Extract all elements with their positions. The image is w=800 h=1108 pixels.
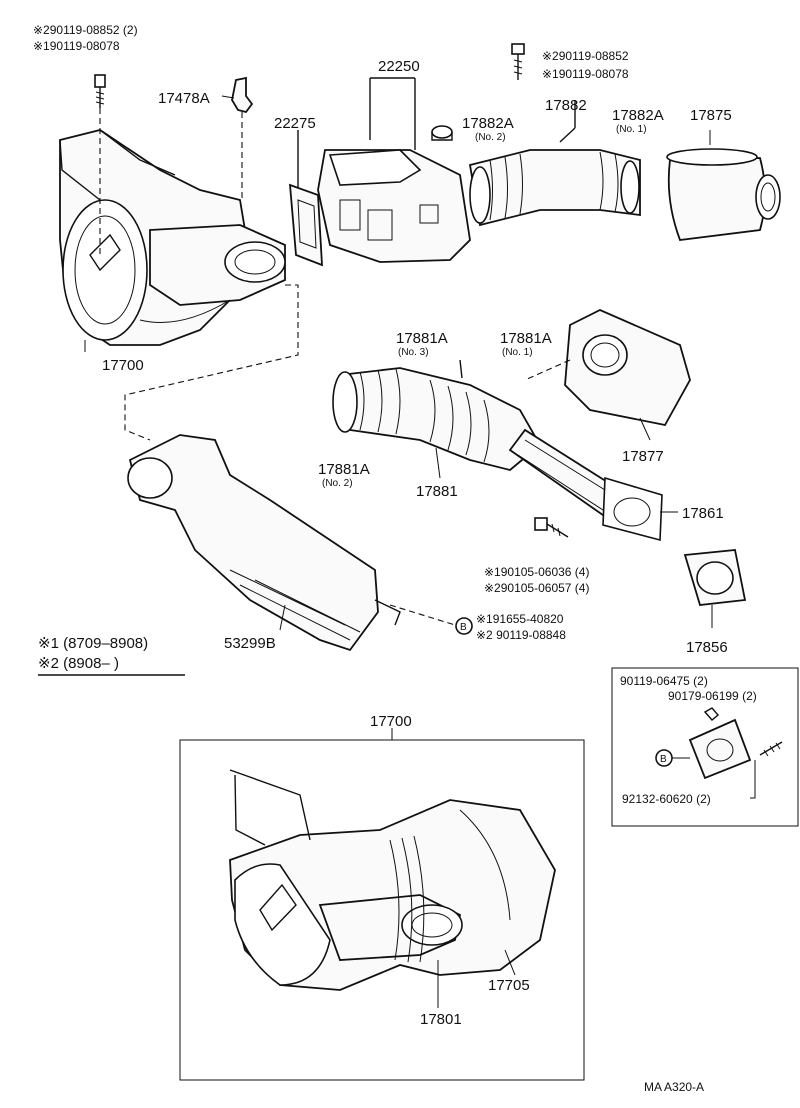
- label-17705: 17705: [488, 977, 530, 994]
- legend-line-2: ※2 (8908– ): [38, 655, 119, 672]
- label-17877: 17877: [622, 448, 664, 465]
- inset-flange: [670, 707, 783, 799]
- inset-label-2: 90179-06199 (2): [668, 689, 757, 703]
- note-top-mid-1: ※290119-08852: [542, 49, 629, 63]
- inset-label-1: 90119-06475 (2): [620, 674, 708, 688]
- intake-hose-17882: [468, 100, 641, 227]
- label-17801: 17801: [420, 1011, 462, 1028]
- note-top-left-1: ※290119-08852 (2): [33, 23, 138, 37]
- assembly-box-17700: [179, 739, 585, 1081]
- label-53299b: 53299B: [224, 635, 276, 652]
- note-b-1: ※191655-40820: [476, 612, 564, 626]
- label-22275: 22275: [274, 115, 316, 132]
- label-17700-top: 17700: [102, 357, 144, 374]
- bolt-top-left: [94, 74, 106, 255]
- note-top-left-2: ※190119-08078: [33, 39, 120, 53]
- label-17881a-no2: 17881A: [318, 461, 370, 478]
- b-marker-main: B: [455, 617, 473, 635]
- bracket-17478a: [221, 76, 254, 200]
- intake-duct-17861: [508, 428, 678, 542]
- note-top-mid-2: ※190119-08078: [542, 67, 629, 81]
- label-17881a-no3-sub: (No. 3): [398, 347, 429, 358]
- gasket-17856: [683, 549, 747, 628]
- fastener-inset-box: [611, 667, 799, 827]
- bolt-90105: [534, 517, 569, 538]
- bolt-top-middle: [511, 43, 525, 80]
- label-17881a-no2-sub: (No. 2): [322, 478, 353, 489]
- label-17881a-no3: 17881A: [396, 330, 448, 347]
- label-17882a-no2-sub: (No. 2): [475, 132, 506, 143]
- air-cleaner-assembly-top: [59, 129, 286, 346]
- resonator-17877: [524, 309, 691, 427]
- b-marker-inset: B: [655, 749, 673, 767]
- resonator-17875: [666, 148, 781, 241]
- air-cleaner-assembly-box: [229, 769, 556, 1008]
- label-22250: 22250: [378, 58, 420, 75]
- label-17875: 17875: [690, 107, 732, 124]
- label-17882a-no2: 17882A: [462, 115, 514, 132]
- airflow-meter-22250: [317, 77, 471, 263]
- label-17881: 17881: [416, 483, 458, 500]
- b-marker-inset-letter: B: [660, 754, 667, 765]
- label-17861: 17861: [682, 505, 724, 522]
- air-duct-53299b: [127, 434, 456, 652]
- note-bolt-1: ※190105-06036 (4): [484, 565, 589, 579]
- gasket-22275: [288, 130, 323, 267]
- note-bolt-2: ※290105-06057 (4): [484, 581, 589, 595]
- label-17882: 17882: [545, 97, 587, 114]
- label-17882a-no1-sub: (No. 1): [616, 124, 647, 135]
- dash-link-cleaner: [124, 284, 299, 441]
- label-17881a-no1: 17881A: [500, 330, 552, 347]
- label-17881a-no1-sub: (No. 1): [502, 347, 533, 358]
- inset-label-3: 92132-60620 (2): [622, 792, 711, 806]
- label-17478a: 17478A: [158, 90, 210, 107]
- b-marker-main-letter: B: [460, 622, 467, 633]
- footer-code: MA A320-A: [644, 1080, 704, 1094]
- label-17700-box: 17700: [370, 713, 412, 730]
- label-17882a-no1: 17882A: [612, 107, 664, 124]
- note-b-2: ※2 90119-08848: [476, 628, 566, 642]
- legend-line-1: ※1 (8709–8908): [38, 635, 148, 652]
- label-17856: 17856: [686, 639, 728, 656]
